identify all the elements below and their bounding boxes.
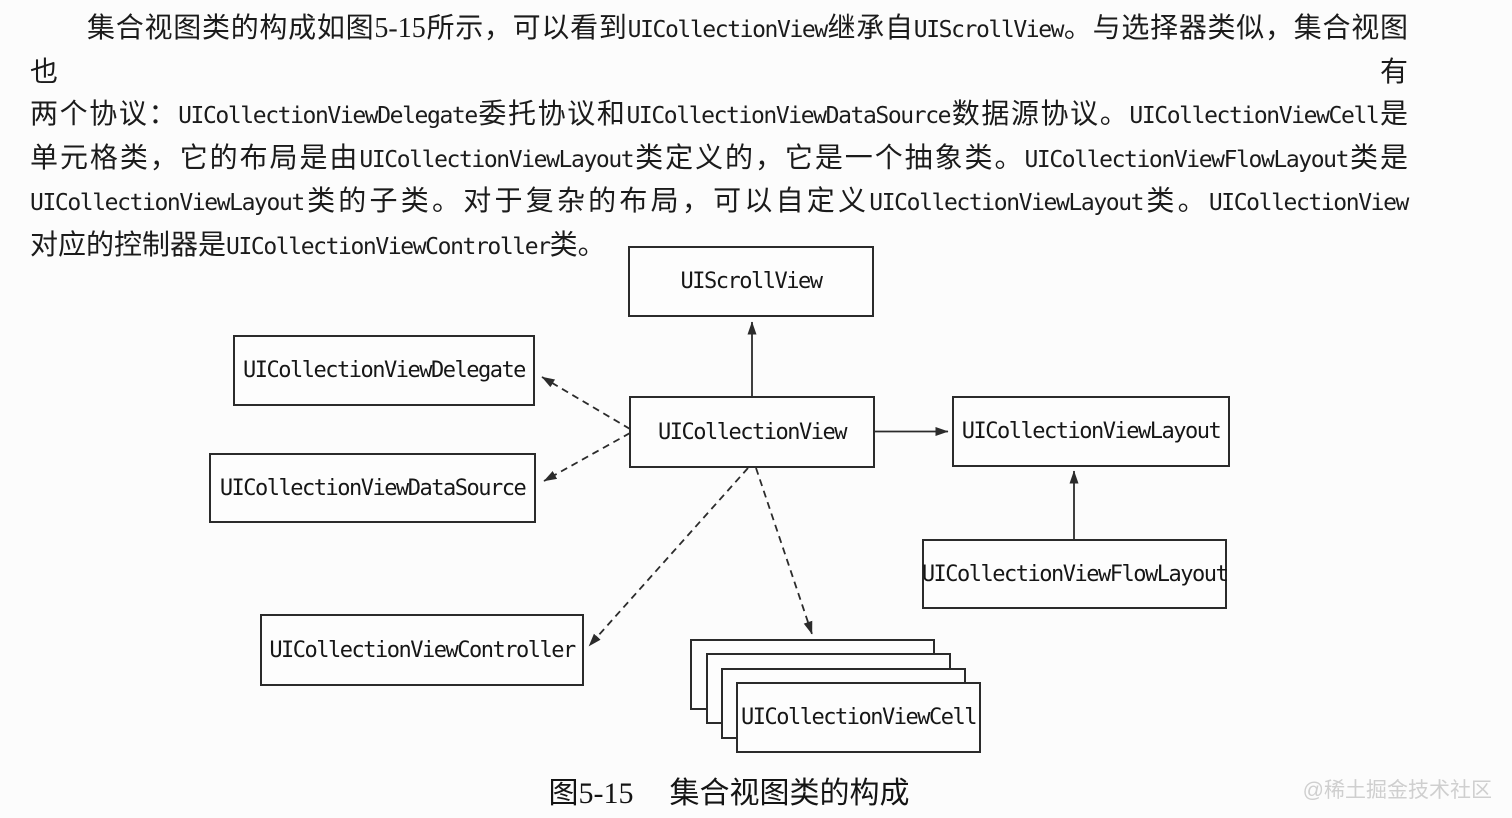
- node-label: UICollectionView: [658, 419, 847, 445]
- arrow-uicollectionview-to-cell: [755, 467, 813, 635]
- paragraph-line: 集合视图类的构成如图5-15所示，可以看到UICollectionView继承自…: [30, 13, 1408, 88]
- figure-number: 图5-15: [548, 777, 634, 810]
- node-label: UICollectionViewCell: [741, 705, 977, 730]
- node-label: UICollectionViewDataSource: [219, 475, 527, 501]
- paragraph-line: UICollectionViewLayout类的子类。对于复杂的布局，可以自定义…: [30, 186, 1409, 218]
- body-paragraph: 集合视图类的构成如图5-15所示，可以看到UICollectionView继承自…: [30, 8, 1409, 269]
- node-uicollectionviewflowlayout: UICollectionViewFlowLayout: [921, 539, 1229, 609]
- paragraph-line: 两个协议：UICollectionViewDelegate委托协议和UIColl…: [30, 99, 1408, 131]
- node-label: UICollectionViewDelegate: [243, 358, 526, 383]
- paragraph-line: 对应的控制器是UICollectionViewController类。: [30, 229, 606, 261]
- node-uicollectionviewlayout: UICollectionViewLayout: [952, 396, 1230, 467]
- arrow-uicollectionview-to-delegate: [541, 376, 631, 430]
- node-uicollectionviewcell: UICollectionViewCell: [736, 682, 981, 753]
- arrow-uicollectionview-to-datasource: [543, 432, 631, 482]
- node-label: UICollectionViewController: [269, 637, 576, 663]
- figure-title: 集合视图类的构成: [669, 777, 910, 810]
- node-uiscrollview: UIScrollView: [628, 246, 874, 317]
- watermark: @稀土掘金技术社区: [1302, 779, 1492, 802]
- node-uicollectionview: UICollectionView: [629, 396, 875, 468]
- node-label: UIScrollView: [680, 269, 823, 294]
- figure-caption: 图5-15 集合视图类的构成: [0, 768, 1458, 812]
- node-uicollectionviewdatasource: UICollectionViewDataSource: [209, 453, 536, 523]
- node-uicollectionviewcontroller: UICollectionViewController: [260, 614, 584, 686]
- arrow-uicollectionview-to-controller: [588, 467, 749, 647]
- paragraph-line: 单元格类，它的布局是由UICollectionViewLayout类定义的，它是…: [30, 142, 1408, 174]
- node-uicollectionviewdelegate: UICollectionViewDelegate: [233, 335, 535, 406]
- node-label: UICollectionViewFlowLayout: [921, 561, 1229, 587]
- node-label: UICollectionViewLayout: [961, 419, 1222, 444]
